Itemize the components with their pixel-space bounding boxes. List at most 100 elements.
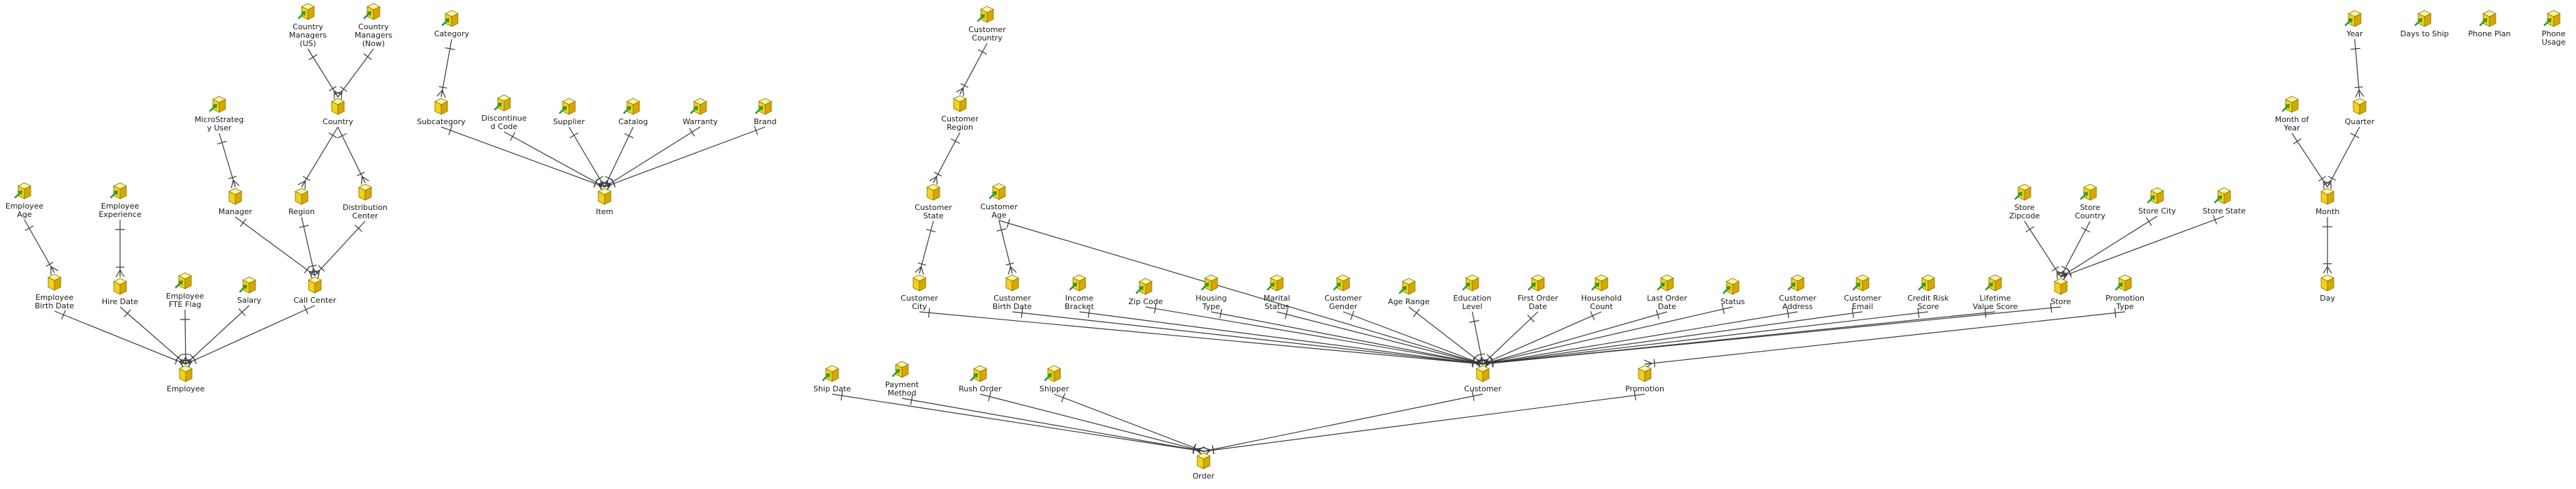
attribute-cube-with-arrow-icon [297, 3, 315, 20]
attribute-node-call-center[interactable]: Call Center [293, 276, 336, 305]
attribute-node-item[interactable]: Item [595, 188, 614, 216]
attribute-node-supplier[interactable]: Supplier [553, 98, 585, 126]
attribute-node-brand[interactable]: Brand [754, 98, 777, 126]
attribute-node-rush-order[interactable]: Rush Order [958, 365, 1002, 393]
attribute-node-country[interactable]: Country [323, 98, 353, 126]
attribute-cube-with-arrow-icon [1527, 274, 1545, 292]
attribute-cube-with-arrow-icon [1201, 274, 1218, 292]
attribute-node-manager[interactable]: Manager [219, 188, 253, 216]
attribute-label-phone-usage-line-2: Usage [2542, 38, 2566, 47]
attribute-cube-with-arrow-icon [110, 182, 127, 200]
attribute-node-promotion[interactable]: Promotion [1625, 365, 1664, 393]
attribute-cube-icon [1638, 365, 1652, 382]
relationship-call-center-to-employee [184, 305, 316, 368]
relationship-warranty-to-item [602, 126, 701, 191]
attribute-cube-with-arrow-icon [209, 96, 226, 113]
attribute-node-year[interactable]: Year [2344, 10, 2363, 38]
attribute-label-customer-address-line-2: Address [1782, 302, 1813, 311]
relationship-month-to-day [2323, 217, 2332, 274]
attribute-node-employee[interactable]: Employee [167, 365, 205, 393]
attribute-node-salary[interactable]: Salary [237, 276, 262, 305]
attribute-node-day[interactable]: Day [2320, 274, 2335, 303]
attribute-node-status[interactable]: Status [1720, 278, 1745, 306]
attribute-cube-icon [926, 183, 940, 201]
attribute-node-days-to-ship[interactable]: Days to Ship [2400, 10, 2449, 38]
attribute-node-month[interactable]: Month [2316, 188, 2340, 216]
attribute-node-warranty[interactable]: Warranty [683, 98, 718, 126]
attribute-label-promotion: Promotion [1625, 384, 1664, 393]
attribute-label-catalog: Catalog [619, 117, 648, 126]
attribute-label-lifetime-value-score-line-2: Value Score [1973, 302, 2018, 311]
relationship-year-to-quarter [2351, 38, 2364, 98]
attribute-label-item: Item [595, 207, 613, 216]
relationship-country-managers-us-to-country [307, 48, 342, 100]
attribute-node-catalog[interactable]: Catalog [619, 98, 648, 126]
attribute-node-ship-date[interactable]: Ship Date [813, 365, 851, 393]
attribute-label-country-managers-us-line-1: Country [293, 22, 323, 31]
attribute-label-country-managers-now-line-3: (Now) [362, 39, 385, 48]
attribute-label-credit-risk-score-line-2: Score [1918, 302, 1939, 311]
attribute-label-age-range: Age Range [1388, 297, 1430, 306]
attribute-node-quarter[interactable]: Quarter [2345, 98, 2375, 126]
attribute-label-customer-age-line-2: Age [991, 211, 1007, 220]
attribute-node-subcategory[interactable]: Subcategory [417, 98, 466, 126]
attribute-node-region[interactable]: Region [288, 188, 315, 216]
attribute-node-order[interactable]: Order [1192, 452, 1215, 481]
attribute-node-phone-plan[interactable]: Phone Plan [2468, 10, 2511, 38]
attribute-node-store-state[interactable]: Store State [2203, 187, 2246, 216]
attribute-label-subcategory: Subcategory [417, 117, 466, 126]
attribute-node-hire-date[interactable]: Hire Date [102, 278, 138, 306]
attribute-label-category: Category [434, 29, 470, 38]
attribute-node-age-range[interactable]: Age Range [1388, 278, 1430, 306]
attribute-cube-with-arrow-icon [14, 182, 31, 200]
attribute-node-shipper[interactable]: Shipper [1039, 365, 1069, 393]
attribute-cube-with-arrow-icon [755, 98, 772, 115]
attribute-node-store[interactable]: Store [2050, 278, 2071, 306]
attribute-label-customer-state-line-2: State [923, 211, 943, 220]
attribute-label-employee-birth-date-line-1: Employee [36, 293, 74, 302]
attribute-label-payment-method-line-1: Payment [885, 380, 919, 389]
relationship-store-state-to-store [2059, 215, 2225, 281]
attribute-label-year: Year [2346, 29, 2363, 38]
attribute-cube-with-arrow-icon [822, 365, 839, 382]
attribute-node-customer[interactable]: Customer [1464, 365, 1502, 393]
attribute-node-zip-code[interactable]: Zip Code [1128, 278, 1163, 306]
attribute-label-ship-date: Ship Date [813, 384, 851, 393]
attribute-node-store-city[interactable]: Store City [2138, 187, 2177, 216]
attribute-node-category[interactable]: Category [434, 10, 470, 38]
